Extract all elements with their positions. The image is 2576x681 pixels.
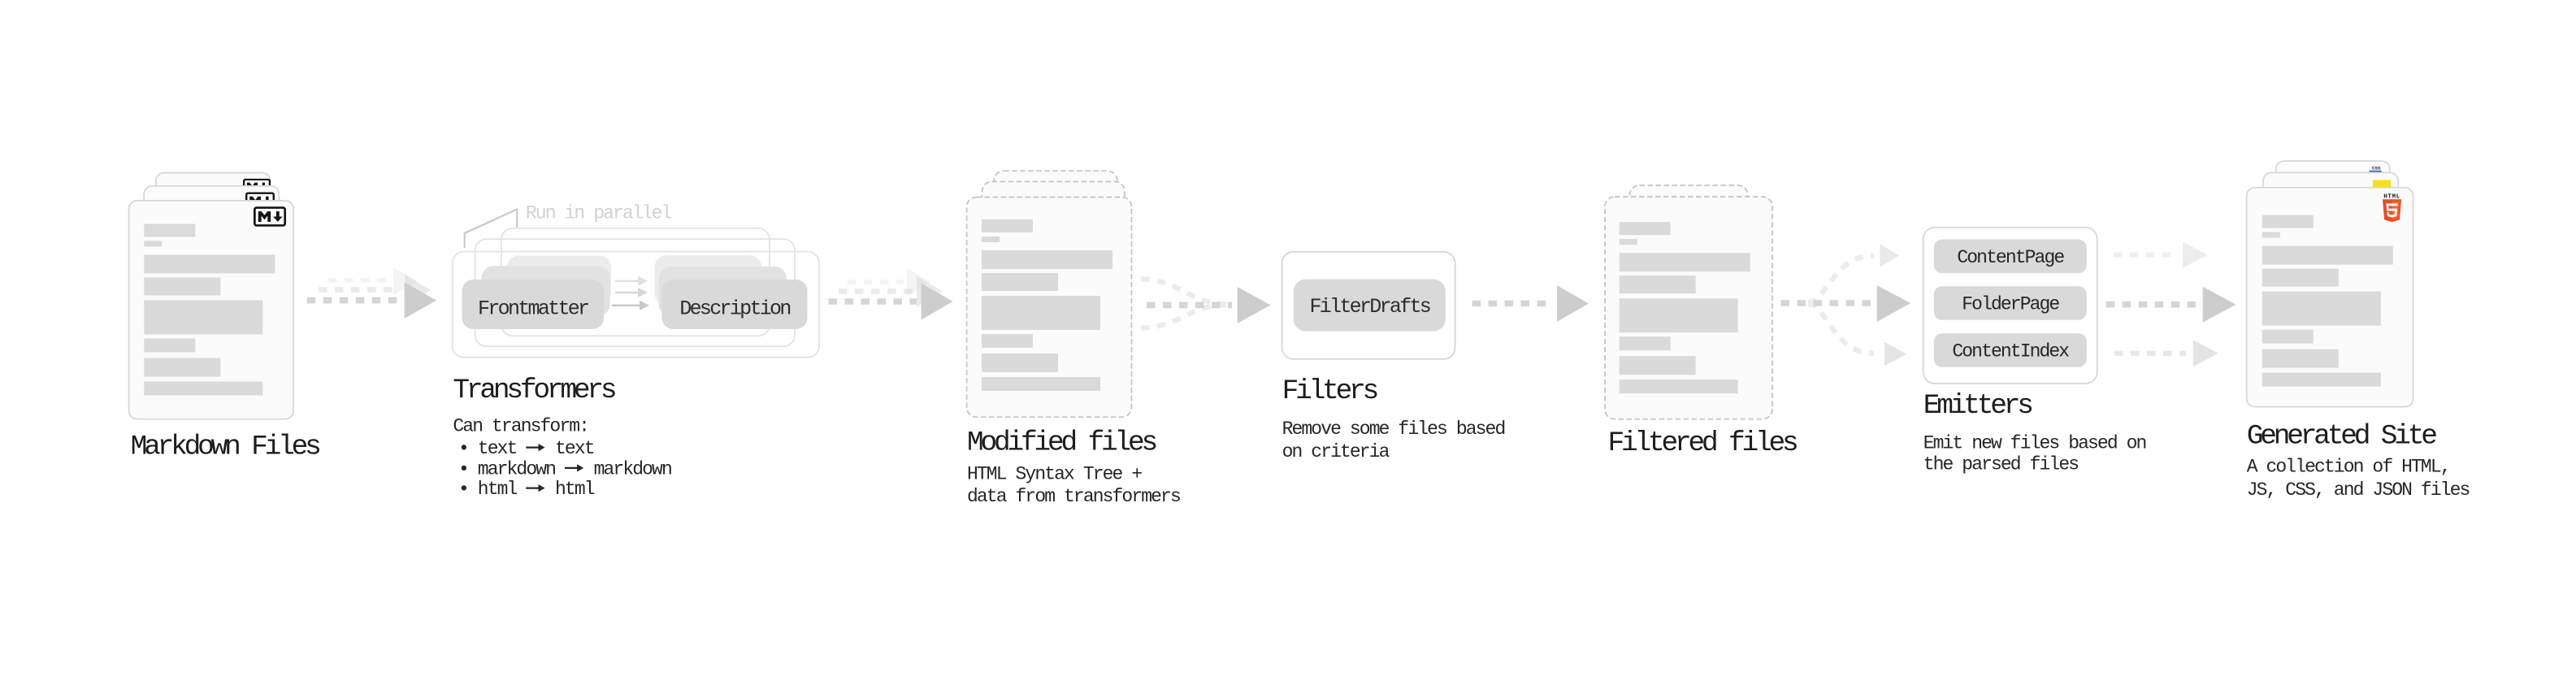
svg-text:Modified files: Modified files bbox=[967, 427, 1156, 458]
svg-text:on criteria: on criteria bbox=[1282, 441, 1390, 462]
svg-text:CSS: CSS bbox=[2372, 166, 2381, 171]
svg-text:ContentIndex: ContentIndex bbox=[1952, 341, 2069, 362]
svg-text:JS, CSS, and JSON files: JS, CSS, and JSON files bbox=[2247, 479, 2470, 501]
svg-text:Emitters: Emitters bbox=[1923, 390, 2032, 422]
svg-text:FolderPage: FolderPage bbox=[1962, 294, 2059, 315]
svg-text:Description: Description bbox=[679, 297, 790, 320]
svg-text:HTML: HTML bbox=[2383, 194, 2400, 201]
svg-text:the parsed files: the parsed files bbox=[1923, 454, 2079, 475]
svg-text:Filters: Filters bbox=[1282, 375, 1377, 407]
svg-text:• html html: • html html bbox=[458, 479, 595, 500]
svg-text:A collection of HTML,: A collection of HTML, bbox=[2247, 457, 2450, 478]
svg-text:Filtered files: Filtered files bbox=[1608, 427, 1798, 459]
svg-text:• markdown markdown: • markdown markdown bbox=[458, 458, 671, 479]
svg-text:HTML Syntax Tree +: HTML Syntax Tree + bbox=[967, 464, 1142, 485]
svg-text:• text text: • text text bbox=[458, 438, 594, 459]
svg-text:Markdown Files: Markdown Files bbox=[131, 432, 320, 463]
svg-text:ContentPage: ContentPage bbox=[1957, 247, 2064, 268]
svg-text:Transformers: Transformers bbox=[453, 375, 615, 406]
svg-text:Run in parallel: Run in parallel bbox=[526, 203, 672, 224]
svg-text:FilterDrafts: FilterDrafts bbox=[1309, 295, 1429, 319]
svg-text:Can transform:: Can transform: bbox=[453, 415, 588, 436]
svg-text:Frontmatter: Frontmatter bbox=[478, 297, 588, 320]
svg-text:Emit new files based on: Emit new files based on bbox=[1923, 433, 2146, 454]
svg-text:Remove some files based: Remove some files based bbox=[1282, 419, 1505, 440]
svg-text:data from transformers: data from transformers bbox=[967, 486, 1180, 507]
svg-text:Generated Site: Generated Site bbox=[2247, 421, 2437, 453]
